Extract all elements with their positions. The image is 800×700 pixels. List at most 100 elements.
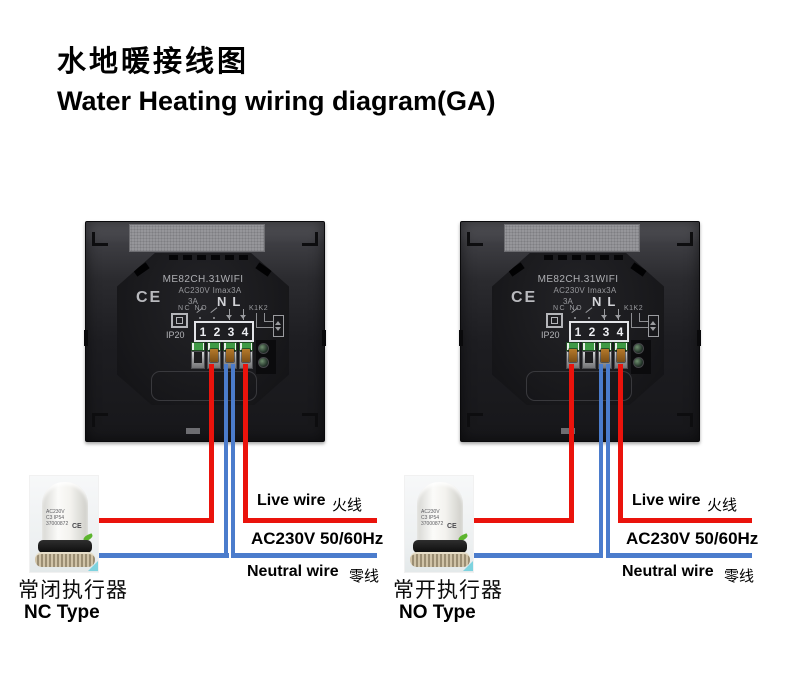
aux-connector-icon [273,315,284,337]
ip-rating: IP20 [166,330,185,340]
wire-plug [569,349,577,362]
nc-wiring-group: ME82CH.31WIFI AC230V Imax3A CE 3A NC NO … [0,0,425,700]
side-tab [697,330,701,346]
actuator-body: AC230V C3 IP54 37000872 CE [42,482,88,544]
neutral-wire-supply-horizontal [606,553,752,558]
terminal-socket-2 [207,342,221,369]
ce-mark-icon: CE [447,523,457,530]
mounting-plate-strip [504,224,640,252]
terminal-number: 3 [227,324,235,339]
neutral-wire-label: Neutral wire [622,563,714,580]
corner-clip-icon [677,413,693,427]
actuator-type-label: NC Type [24,602,100,623]
wire-plug [617,349,625,362]
aux-wire-line [631,327,648,328]
page-title-english: Water Heating wiring diagram(GA) [57,86,496,116]
aux-wire-line [639,313,640,322]
vent-slot [558,255,567,260]
page-title-chinese: 水地暖接线图 [57,46,250,78]
screw-icon [258,343,269,354]
amp-rating: 3A [188,297,198,306]
aux-wire-line [256,313,257,327]
live-wire-label: Live wire [632,492,701,509]
nc-contact-icon [196,310,205,319]
nc-contact-icon [571,310,580,319]
actuator-label-line: C3 IP54 [421,515,440,521]
screw-icon [530,411,539,420]
actuator-caption-chinese: 常开执行器 [393,579,503,602]
vent-slot [197,255,206,260]
live-wire-supply-vertical [243,364,248,523]
voltage-rating: AC230V Imax3A [553,286,617,295]
vent-slot [586,255,595,260]
photo-background-accent [463,561,473,571]
terminal-recess [526,371,632,401]
neutral-wire-label-chinese: 零线 [349,568,380,585]
live-wire-to-actuator-horizontal [471,518,574,523]
aux-connector-icon [648,315,659,337]
enclosure-symbol-icon [546,313,563,328]
screw-icon [258,357,269,368]
neutral-wire-to-actuator-horizontal [96,553,229,558]
thermostat-module: ME82CH.31WIFI AC230V Imax3A CE 3A NC NO … [492,253,664,405]
n-label: N [592,294,602,309]
live-wire-label-chinese: 火线 [707,497,738,514]
ce-mark-icon: CE [136,289,163,306]
live-wire-to-actuator-vertical [569,364,574,523]
label-tag [186,428,200,434]
aux-wire-line [639,321,648,322]
terminal-number-box: 1 2 3 4 [194,321,254,342]
actuator-label: AC230V C3 IP54 37000872 [46,509,86,527]
down-arrow-icon [240,309,246,320]
down-arrow-icon [601,309,607,320]
neutral-wire-to-actuator-vertical [224,364,228,558]
actuator-label-line: 37000872 [46,521,69,527]
vent-slot [572,255,581,260]
ce-mark-icon: CE [511,289,538,306]
corner-clip-icon [92,413,108,427]
live-wire-supply-horizontal [243,518,377,523]
vent-slot [225,255,234,260]
vent-slot [211,255,220,260]
n-label: N [217,294,227,309]
terminal-socket-4 [614,342,628,369]
neutral-wire-label: Neutral wire [247,563,339,580]
actuator-threaded-ring [410,552,470,567]
contact-labels: NC NO [553,305,584,312]
side-tab [459,330,463,346]
thermostat-back-plate: ME82CH.31WIFI AC230V Imax3A CE 3A NC NO … [459,221,701,442]
no-contact-icon [585,310,594,319]
model-number: ME82CH.31WIFI [162,274,244,285]
down-arrow-icon [615,309,621,320]
live-wire-label-chinese: 火线 [332,497,363,514]
mounting-plate-strip [129,224,265,252]
thermostat-module: ME82CH.31WIFI AC230V Imax3A CE 3A NC NO … [117,253,289,405]
actuator-label-line: AC230V [46,509,65,515]
screw-icon [155,411,164,420]
terminal-number: 3 [602,324,610,339]
supply-voltage-label: AC230V 50/60Hz [251,529,384,548]
model-number: ME82CH.31WIFI [537,274,619,285]
corner-clip-icon [467,413,483,427]
aux-label: K1K2 [624,305,644,312]
actuator-label-line: AC230V [421,509,440,515]
aux-wire-line [256,327,273,328]
actuator-type-label: NO Type [399,602,476,623]
no-contact-icon [210,310,219,319]
l-label: L [232,294,241,309]
aux-wire-line [264,321,273,322]
actuator-photo: AC230V C3 IP54 37000872 CE [30,476,98,572]
corner-clip-icon [92,232,108,246]
vent-slot [183,255,192,260]
photo-background-accent [88,561,98,571]
side-tab [84,330,88,346]
screw-icon [633,343,644,354]
terminal-number: 4 [241,324,249,339]
terminal-socket-1 [191,342,205,369]
terminal-socket-2 [582,342,596,369]
side-tab [322,330,326,346]
neutral-wire-supply-vertical [231,364,235,558]
